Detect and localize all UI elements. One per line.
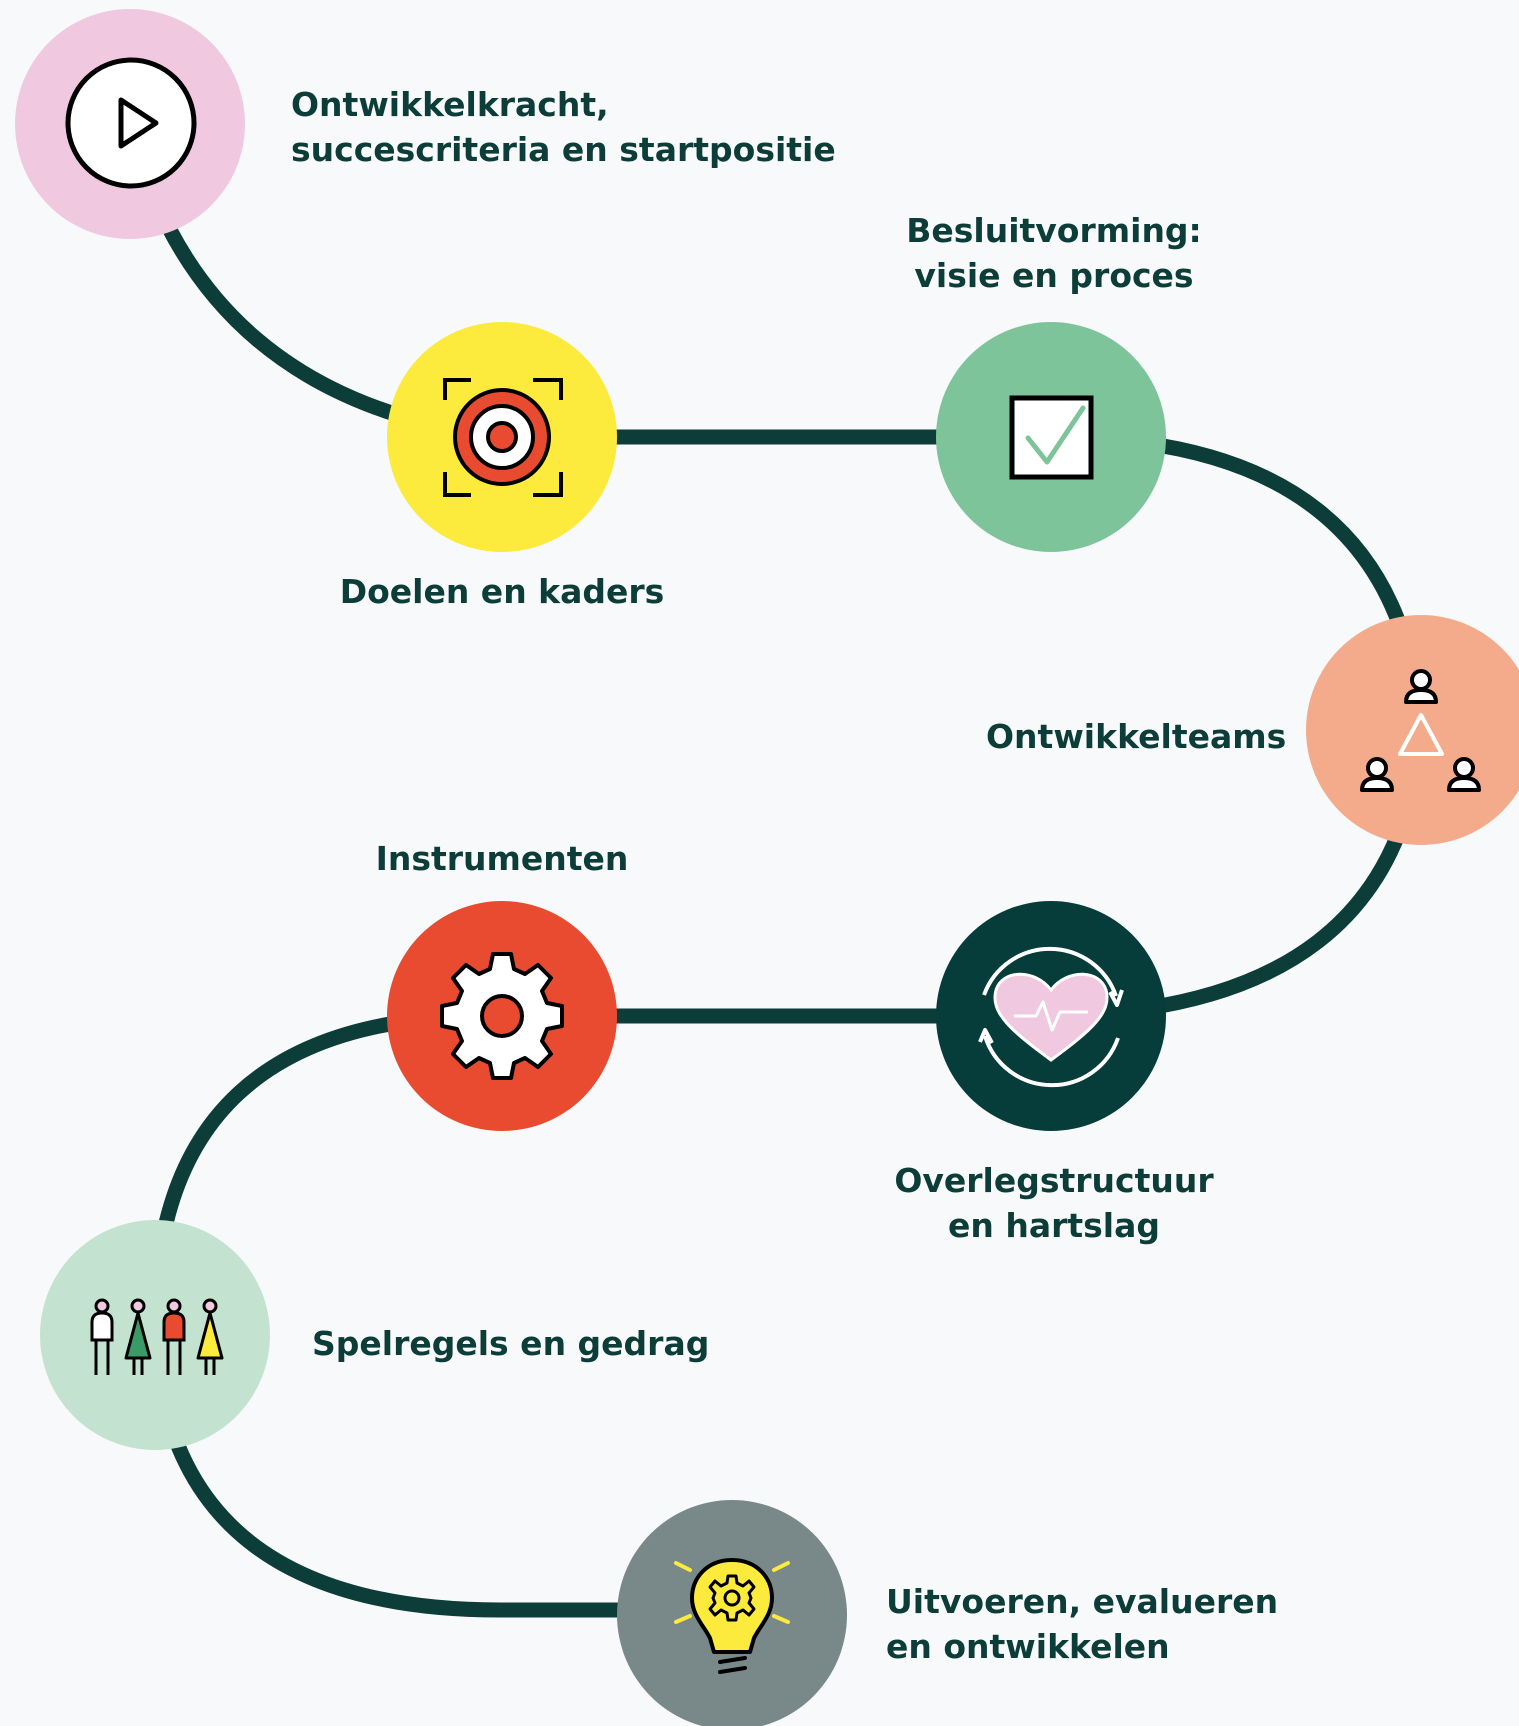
step-circle-teams: [1306, 615, 1519, 845]
step-label-line: Uitvoeren, evalueren: [886, 1582, 1279, 1621]
step-circle-heartbeat: [936, 901, 1166, 1131]
step-label-heartbeat: Overlegstructuur en hartslag: [854, 1158, 1254, 1248]
step-label-line: visie en proces: [914, 256, 1194, 295]
step-label-line: Spelregels en gedrag: [312, 1324, 710, 1363]
step-label-line: Instrumenten: [375, 839, 629, 878]
step-label-line: Besluitvorming:: [906, 211, 1202, 250]
step-label-decision: Besluitvorming: visie en proces: [854, 208, 1254, 298]
gear-icon: [440, 952, 564, 1080]
step-circle-decision: [936, 322, 1166, 552]
play-icon: [65, 57, 197, 189]
step-circle-start: [15, 9, 245, 239]
step-label-line: Ontwikkelteams: [986, 717, 1287, 756]
step-label-instruments: Instrumenten: [302, 836, 702, 881]
heart-cycle-icon: [978, 946, 1124, 1088]
team-triangle-icon: [1360, 669, 1481, 792]
step-label-start: Ontwikkelkracht, succescriteria en start…: [291, 82, 836, 172]
step-label-line: Ontwikkelkracht,: [291, 85, 609, 124]
step-circle-execute: [617, 1500, 847, 1726]
checkbox-icon: [1009, 395, 1094, 480]
step-label-line: en hartslag: [947, 1206, 1161, 1245]
step-circle-goals: [387, 322, 617, 552]
step-circle-bg: [40, 1220, 270, 1450]
step-label-execute: Uitvoeren, evalueren en ontwikkelen: [886, 1579, 1278, 1669]
step-label-teams: Ontwikkelteams: [986, 714, 1286, 759]
step-circle-instruments: [387, 901, 617, 1131]
step-label-line: en ontwikkelen: [886, 1627, 1170, 1666]
lightbulb-icon: [674, 1558, 790, 1674]
target-icon: [443, 378, 563, 497]
step-label-line: succescriteria en startpositie: [291, 130, 836, 169]
people-icon: [90, 1298, 224, 1375]
step-circle-rules: [40, 1220, 270, 1450]
step-label-goals: Doelen en kaders: [302, 569, 702, 614]
step-label-line: Overlegstructuur: [894, 1161, 1214, 1200]
step-label-rules: Spelregels en gedrag: [312, 1321, 709, 1366]
step-label-line: Doelen en kaders: [339, 572, 665, 611]
